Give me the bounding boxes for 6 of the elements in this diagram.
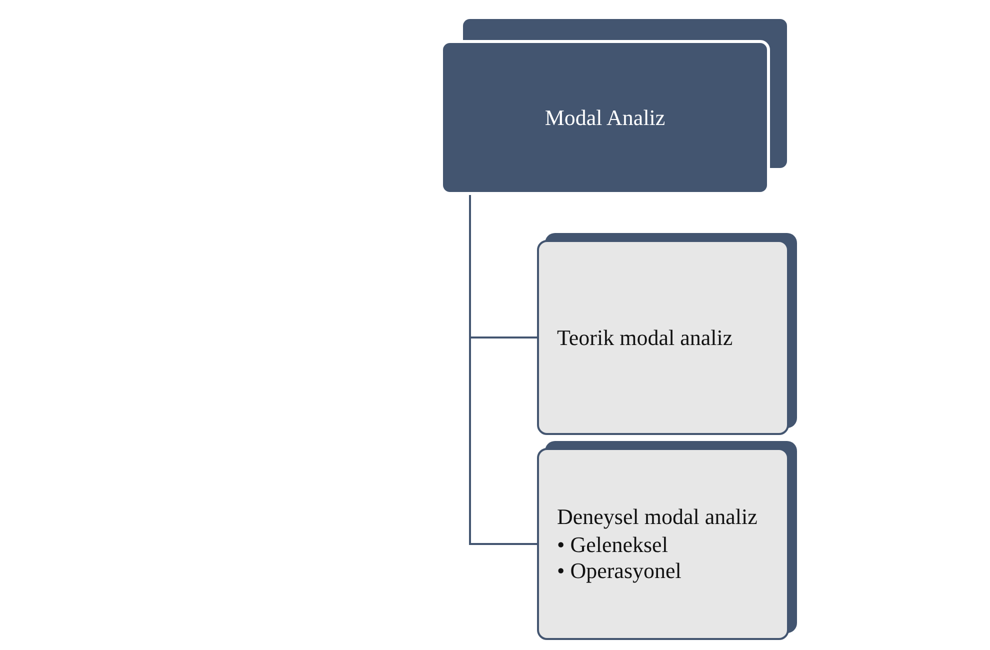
box-title: Deneysel modal analiz <box>557 504 758 530</box>
box-title: Modal Analiz <box>544 104 666 130</box>
bullet-item: • Geleneksel <box>557 532 669 558</box>
bullet-item: • Operasyonel <box>557 558 682 584</box>
box-title: Teorik modal analiz <box>557 324 734 350</box>
connector-line <box>469 195 537 545</box>
